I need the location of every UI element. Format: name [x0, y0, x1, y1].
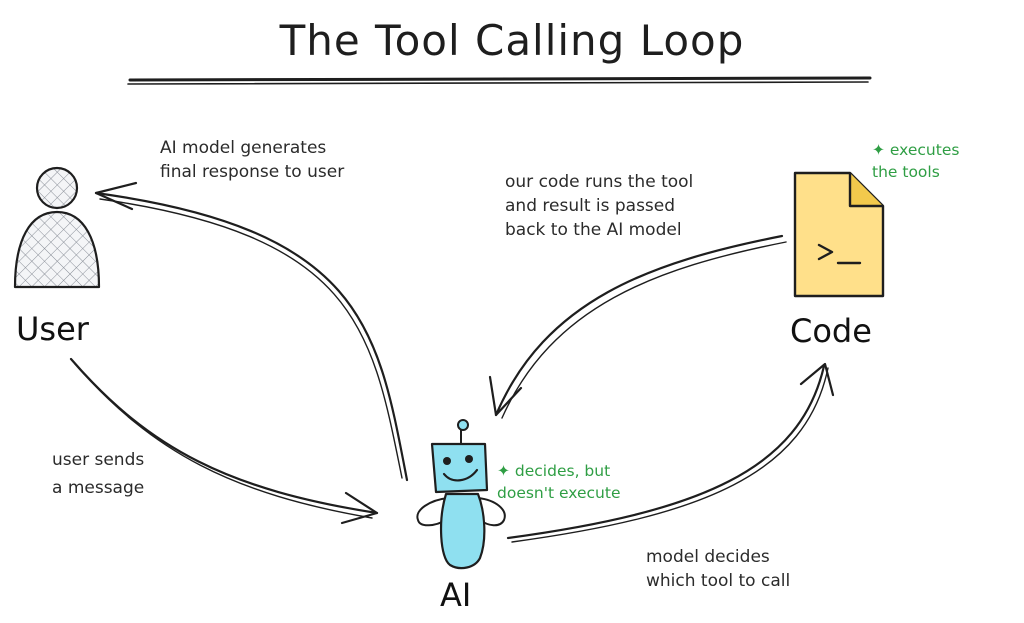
annotation-model-decides: model decides which tool to call — [646, 545, 790, 593]
badge-line: doesn't execute — [497, 484, 621, 502]
annotation-line: model decides — [646, 547, 770, 567]
annotation-line: our code runs the tool — [505, 172, 694, 192]
user-label: User — [16, 310, 89, 348]
annotation-final-response: AI model generates final response to use… — [160, 136, 344, 184]
annotation-line: and result is passed — [505, 196, 676, 216]
annotation-line: which tool to call — [646, 571, 791, 591]
diagram-title: The Tool Calling Loop — [279, 16, 745, 65]
badge-executes: ✦ executes the tools — [872, 139, 959, 183]
annotation-line: back to the AI model — [505, 220, 682, 240]
badge-decides: ✦ decides, but doesn't execute — [497, 460, 620, 504]
annotation-line: final response to user — [160, 162, 345, 182]
arrow-tool-result — [488, 234, 787, 419]
terminal-file-icon — [793, 171, 885, 298]
badge-line: ✦ decides, but — [497, 462, 611, 480]
title-underline — [127, 76, 872, 85]
annotation-line: AI model generates — [160, 138, 327, 158]
annotation-line: a message — [52, 478, 145, 498]
user-icon — [13, 166, 101, 289]
ai-label: AI — [440, 576, 472, 614]
robot-icon — [416, 419, 506, 570]
code-label: Code — [790, 312, 872, 350]
arrow-model-decides — [506, 362, 835, 543]
annotation-tool-result: our code runs the tool and result is pas… — [505, 170, 693, 242]
badge-line: the tools — [872, 163, 940, 181]
annotation-user-message: user sends a message — [52, 446, 144, 502]
arrow-user-message — [69, 357, 379, 525]
badge-line: ✦ executes — [872, 141, 960, 159]
arrow-final-response — [94, 181, 409, 482]
annotation-line: user sends — [52, 450, 145, 470]
